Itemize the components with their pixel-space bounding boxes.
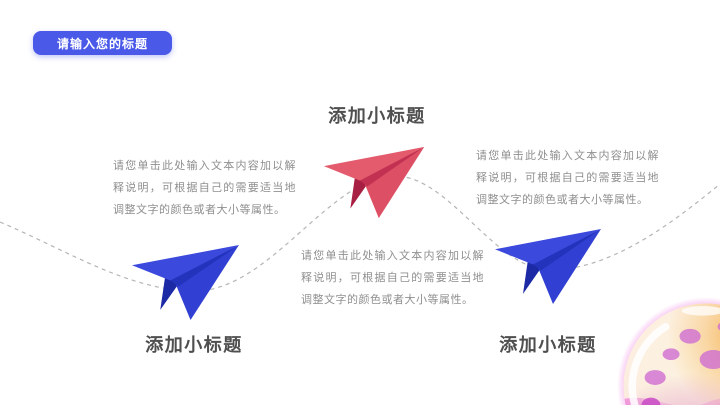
planet-sphere-icon: [617, 297, 720, 405]
paper-plane-blue-left-icon: [129, 243, 244, 322]
body-text-middle[interactable]: 请您单击此处输入文本内容加以解释说明，可根据自己的需要适当地调整文字的颜色或者大…: [301, 250, 484, 306]
slide-title-label: 请输入您的标题: [56, 36, 148, 51]
slide-title-badge[interactable]: 请输入您的标题: [33, 31, 172, 55]
paper-plane-red-center-icon: [321, 145, 429, 220]
subtitle-bottom-right[interactable]: 添加小标题: [499, 335, 597, 355]
body-text-right[interactable]: 请您单击此处输入文本内容加以解释说明，可根据自己的需要适当地调整文字的颜色或者大…: [476, 150, 659, 206]
body-text-left[interactable]: 请您单击此处输入文本内容加以解释说明，可根据自己的需要适当地调整文字的颜色或者大…: [113, 160, 296, 216]
subtitle-bottom-left[interactable]: 添加小标题: [145, 335, 243, 355]
paper-plane-blue-right-icon: [492, 227, 606, 306]
subtitle-top[interactable]: 添加小标题: [328, 106, 426, 126]
